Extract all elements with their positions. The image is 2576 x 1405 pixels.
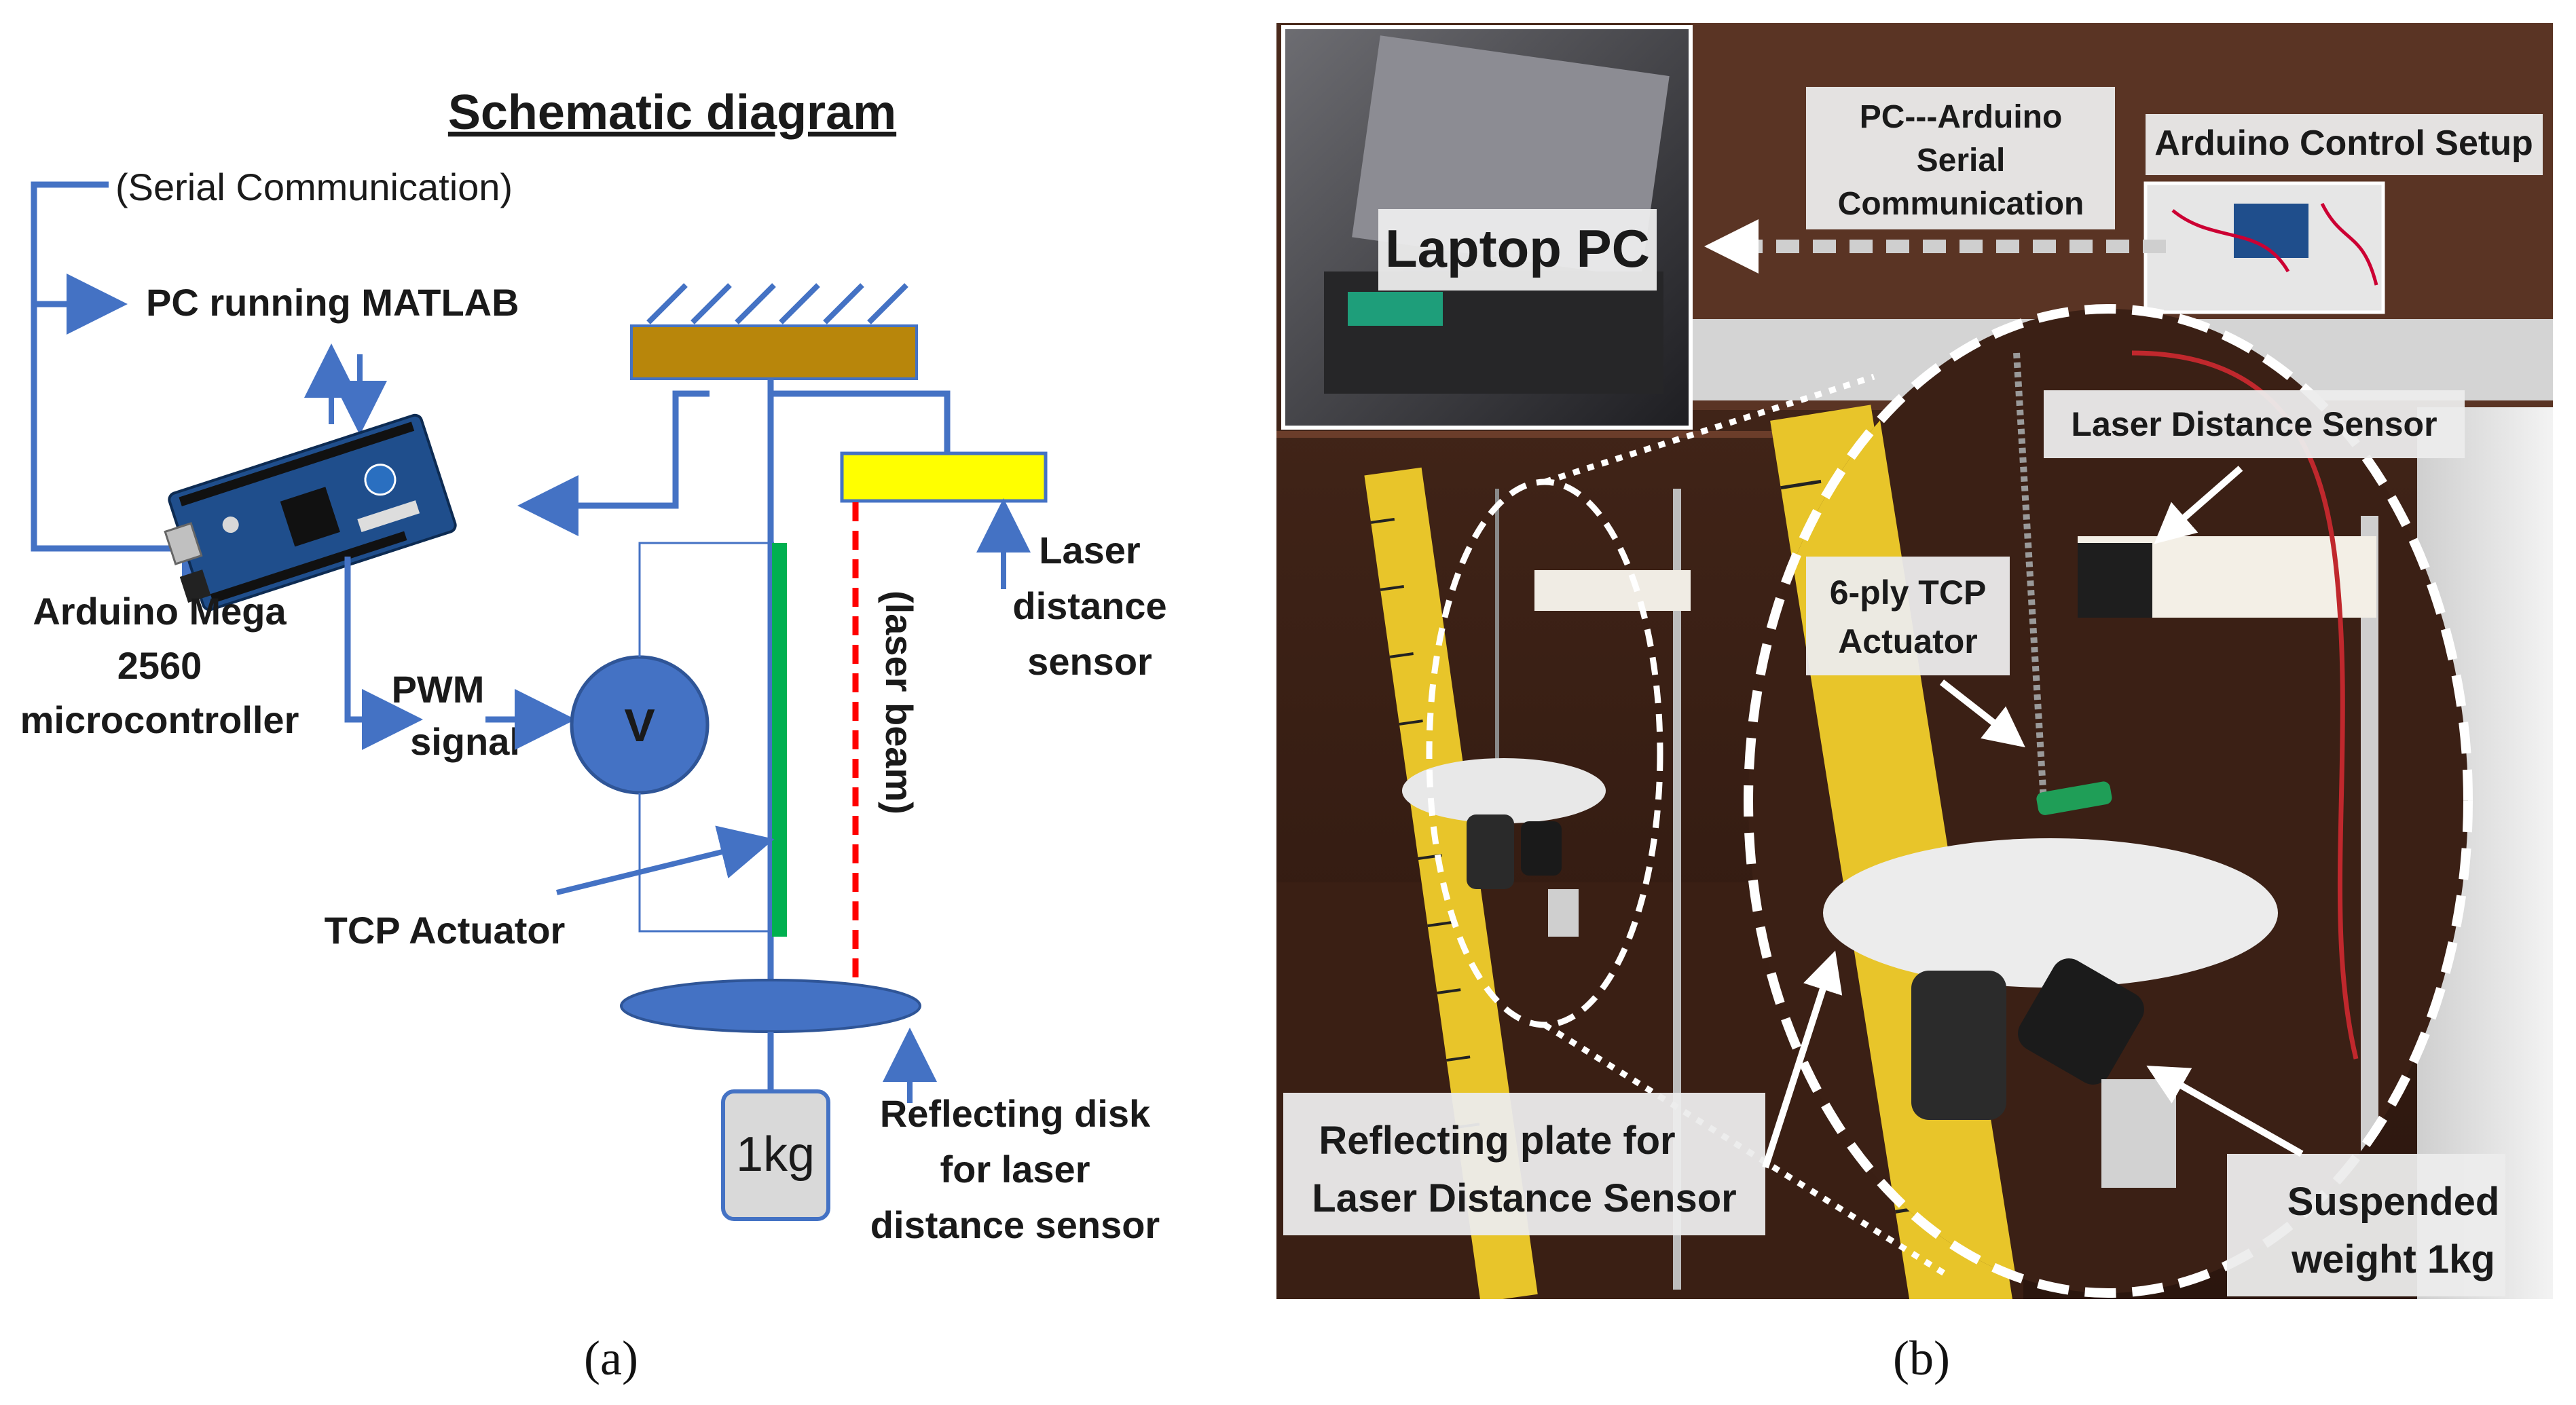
disk-label-1: Reflecting disk — [880, 1092, 1151, 1135]
circuit-wire-bottom — [638, 793, 774, 933]
laser-beam-label: (laser beam) — [878, 591, 921, 814]
plate-label-2: Laser Distance Sensor — [1312, 1176, 1736, 1220]
plate-callout: Reflecting plate for Laser Distance Sens… — [1283, 950, 1843, 1235]
laptop-keys-accent — [1348, 292, 1443, 326]
red-wire — [2131, 350, 2359, 1060]
laptop-callout: Laptop PC — [1378, 209, 1657, 291]
zoom-weight-1 — [1911, 971, 2006, 1120]
arduino-label-2: 2560 — [117, 644, 202, 687]
arduino-setup-label: Arduino Control Setup — [2154, 124, 2533, 163]
caption-b: (b) — [1893, 1331, 1950, 1385]
pc-arduino-arrows — [304, 343, 387, 435]
schematic-panel: Schematic diagram (Serial Communication)… — [20, 86, 1167, 1385]
weight-callout: Suspended weight 1kg — [2146, 1066, 2505, 1296]
photo-serial-label-2: Serial — [1917, 143, 2006, 179]
small-plate — [1402, 758, 1606, 823]
disk-label-2: for laser — [940, 1148, 1090, 1191]
circuit-wire — [638, 542, 774, 657]
photo-serial-label-3: Communication — [1838, 186, 2084, 222]
zoom-connector-top — [1543, 373, 1875, 485]
actuator-callout: 6-ply TCP Actuator — [1806, 557, 2025, 748]
laptop-label: Laptop PC — [1385, 219, 1650, 278]
laser-sensor-callout: Laser Distance Sensor — [2044, 390, 2465, 544]
caption-a: (a) — [584, 1331, 638, 1385]
pwm-label-2: signal — [410, 720, 520, 763]
small-sensor — [1534, 570, 1691, 611]
fixed-support — [630, 283, 918, 380]
voltage-symbol: V — [624, 700, 655, 751]
arduino-board — [164, 413, 457, 612]
arduino-inset-board — [2234, 204, 2308, 258]
serial-comm-label: (Serial Communication) — [115, 166, 513, 208]
weight-label: 1kg — [736, 1127, 815, 1182]
small-weight-3 — [1548, 889, 1579, 937]
serial-loop — [31, 181, 243, 579]
zoom-weight-3 — [2101, 1079, 2176, 1188]
arduino-label-3: microcontroller — [20, 698, 299, 741]
pwm-path — [344, 557, 423, 750]
reflecting-disk — [620, 979, 921, 1033]
green-clip — [2036, 781, 2112, 815]
zoom-weight-2 — [2018, 958, 2144, 1085]
laser-sensor-label-2: distance — [1012, 584, 1166, 627]
zoom-plate — [1823, 838, 2278, 988]
photo-laser-sensor-label: Laser Distance Sensor — [2071, 405, 2437, 443]
plate-label-1: Reflecting plate for — [1319, 1119, 1675, 1163]
actuator-label-2: Actuator — [1838, 622, 1978, 660]
pc-label: PC running MATLAB — [146, 281, 519, 324]
arduino-inset-wires — [2171, 202, 2378, 286]
arduino-setup-callout: Arduino Control Setup — [2146, 114, 2543, 175]
laser-sensor-block — [840, 451, 1048, 503]
actuator-label-1: 6-ply TCP — [1830, 574, 1987, 612]
pwm-label-1: PWM — [392, 668, 485, 711]
disk-label-3: distance sensor — [870, 1203, 1160, 1246]
schematic-title: Schematic diagram — [448, 86, 896, 140]
tcp-label: TCP Actuator — [325, 909, 566, 952]
photo-weight-label-2: weight 1kg — [2291, 1237, 2495, 1281]
laser-sensor-label-1: Laser — [1039, 529, 1140, 572]
arduino-label-1: Arduino Mega — [33, 590, 287, 633]
mount-bar — [630, 324, 918, 380]
zoom-connector-bottom — [1543, 1022, 1951, 1279]
photo-panel: Laptop PC PC---Arduino Serial Communicat… — [1276, 23, 2553, 1385]
sensor-mount-line — [771, 390, 951, 455]
small-weight-2 — [1521, 821, 1562, 876]
tcp-pointer — [556, 825, 775, 895]
serial-callout: PC---Arduino Serial Communication — [1806, 87, 2115, 229]
sensor-to-arduino — [517, 390, 710, 536]
big-zoom-ellipse — [1744, 304, 2473, 1298]
zoom-actuator — [2013, 352, 2047, 802]
photo-weight-label-1: Suspended — [2287, 1180, 2500, 1224]
zoom-sensor — [2078, 543, 2152, 618]
small-weight-1 — [1467, 814, 1514, 889]
weight-block — [721, 1089, 830, 1221]
photo-serial-label-1: PC---Arduino — [1860, 99, 2063, 135]
laser-sensor-label-3: sensor — [1027, 640, 1152, 683]
